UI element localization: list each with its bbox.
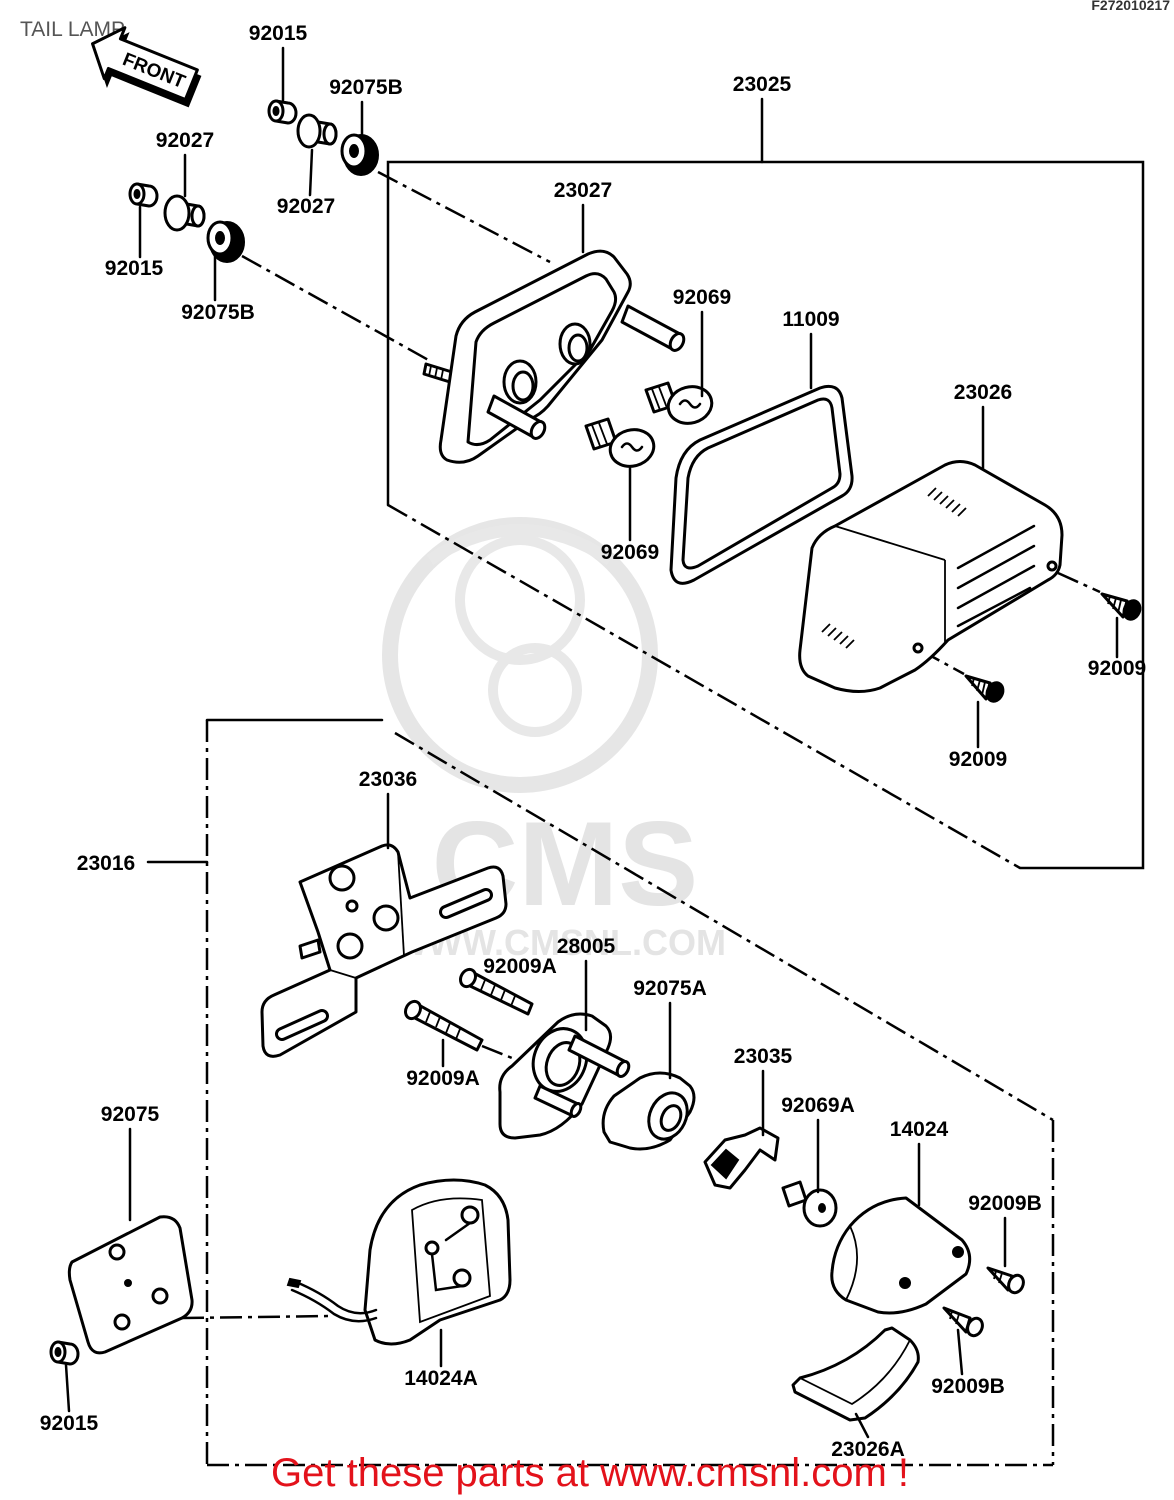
part-label-23026: 23026 <box>954 381 1012 404</box>
bulb-92069-bottom <box>584 417 656 468</box>
part-label-92009A-lower: 92009A <box>406 1067 480 1090</box>
part-label-14024: 14024 <box>890 1118 949 1141</box>
part-label-92075B-top: 92075B <box>329 76 403 99</box>
part-label-28005: 28005 <box>557 935 616 958</box>
part-label-23016: 23016 <box>77 852 135 875</box>
washer-92027-top <box>296 113 338 149</box>
part-label-92015-left: 92015 <box>105 257 164 280</box>
part-label-92009A-upper: 92009A <box>483 955 557 978</box>
screw-92009B-lower <box>942 1306 984 1338</box>
packing-92075A <box>601 1071 696 1151</box>
nut-92015-top <box>267 99 298 125</box>
clip-23035 <box>703 1126 780 1190</box>
part-label-92075B-left: 92075B <box>181 301 255 324</box>
screw-92009-lower <box>964 674 1005 703</box>
part-label-92015-bottom: 92015 <box>40 1412 99 1435</box>
housing-14024A <box>363 1178 512 1346</box>
part-label-92009-lower: 92009 <box>949 748 1007 771</box>
socket-28005 <box>498 1012 631 1140</box>
part-label-92069-top: 92069 <box>673 286 731 309</box>
part-label-92015-top: 92015 <box>249 22 308 45</box>
washer-92027-left <box>163 194 206 232</box>
part-label-23036: 23036 <box>359 768 417 791</box>
screw-92009A-upper <box>459 967 534 1016</box>
part-label-92009B-upper: 92009B <box>968 1192 1042 1215</box>
gasket-11009 <box>669 384 854 585</box>
screw-92009B-upper <box>986 1266 1025 1295</box>
part-label-23025: 23025 <box>733 73 792 96</box>
lamp-base-23027 <box>422 249 686 464</box>
bracket-23036 <box>260 843 508 1058</box>
part-label-23027: 23027 <box>554 179 612 202</box>
part-label-92027-top: 92027 <box>277 195 335 218</box>
screw-92009-right <box>1100 592 1142 621</box>
lens-14024 <box>830 1196 972 1315</box>
leader-lines <box>64 46 1119 1439</box>
bulb-92069A <box>781 1180 838 1228</box>
footer-promo-text: Get these parts at www.cmsnl.com ! <box>271 1451 909 1495</box>
watermark: CMS WWW.CMSNL.COM <box>382 517 726 963</box>
shield-23026A <box>791 1326 920 1422</box>
frame-23025 <box>386 160 1145 870</box>
part-label-92009B-lower: 92009B <box>931 1375 1005 1398</box>
plate-92075 <box>67 1215 194 1355</box>
part-label-14024A: 14024A <box>404 1367 478 1390</box>
part-label-92027-left: 92027 <box>156 129 214 152</box>
screw-92009A-lower <box>404 999 484 1052</box>
part-label-23026A: 23026A <box>831 1438 905 1461</box>
grommet-92075B-left <box>206 220 245 263</box>
grommet-92075B-top <box>340 133 379 176</box>
lens-23026 <box>798 460 1064 693</box>
wire-harness <box>286 1277 378 1323</box>
nut-92015-bottom <box>49 1340 80 1366</box>
part-label-92075A: 92075A <box>633 977 707 1000</box>
part-label-92009-right: 92009 <box>1088 657 1146 680</box>
part-label-11009: 11009 <box>782 308 839 331</box>
part-label-92069A: 92069A <box>781 1094 855 1117</box>
diagram-title: TAIL LAMP <box>20 18 125 41</box>
part-label-92069-bottom: 92069 <box>601 541 659 564</box>
nut-92015-left <box>128 182 159 208</box>
part-label-23035: 23035 <box>734 1045 793 1068</box>
frame-23016 <box>205 718 1055 1467</box>
bulb-92069-top <box>644 381 714 425</box>
figure-code: F272010217 <box>1091 0 1170 13</box>
part-label-92075: 92075 <box>101 1103 160 1126</box>
part-labels: 92015 92075B 23025 92027 23027 92027 920… <box>40 22 1146 1461</box>
